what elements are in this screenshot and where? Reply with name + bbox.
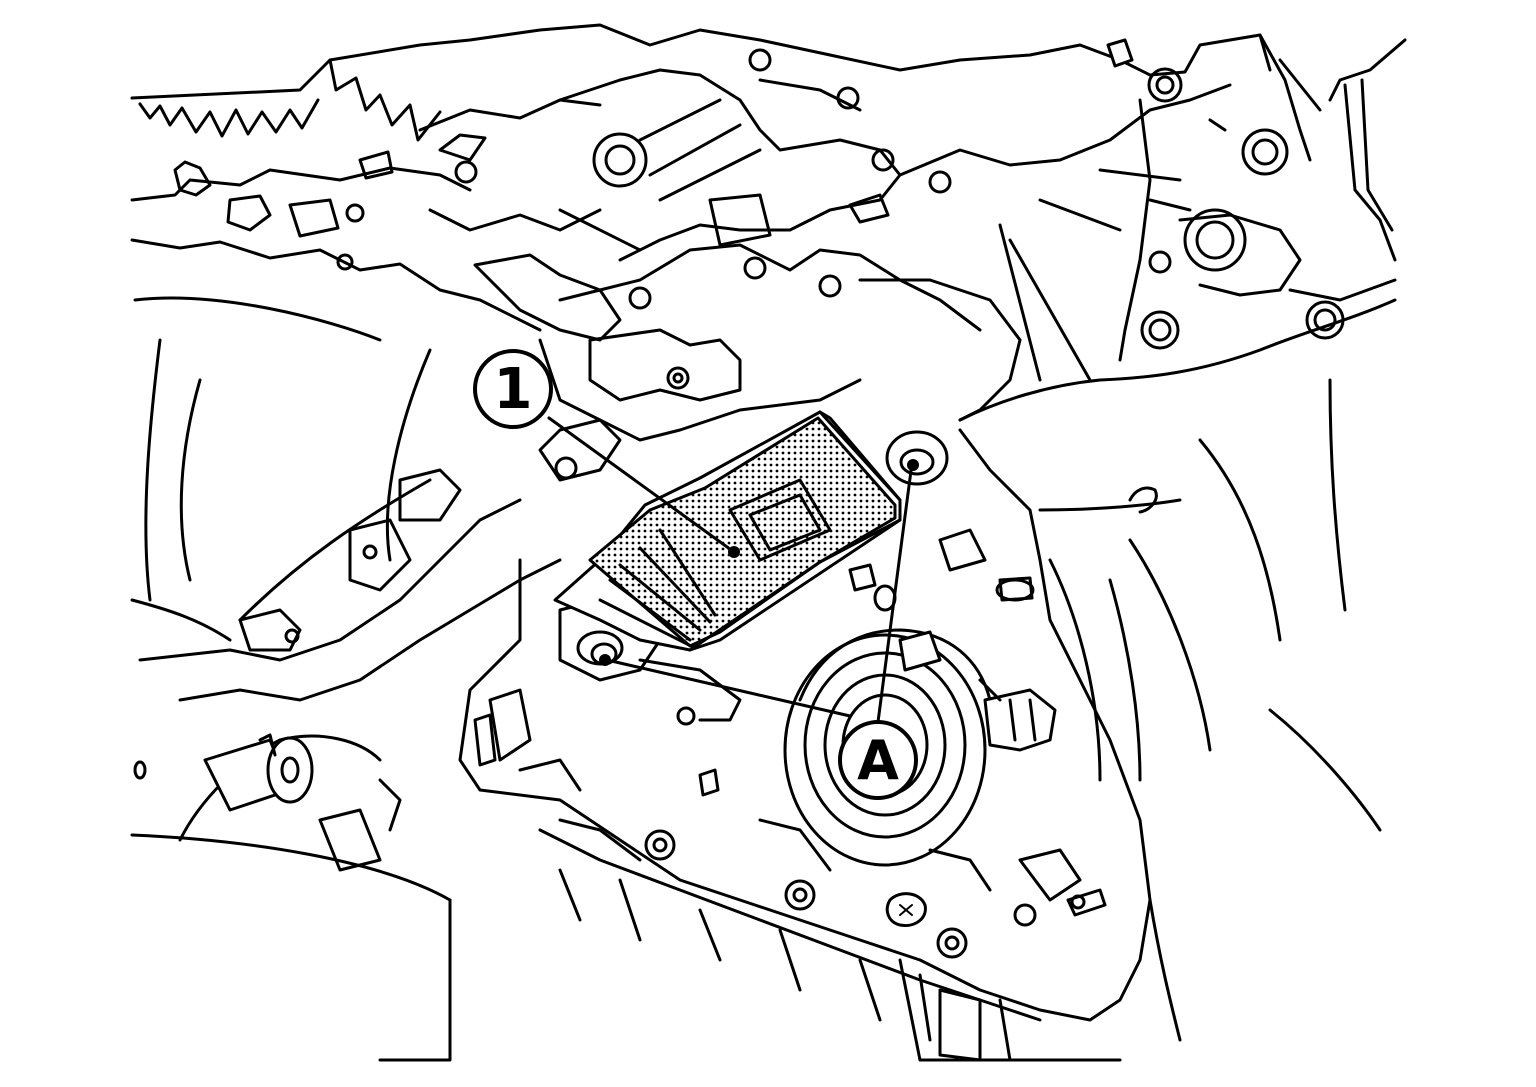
leader-line-1 bbox=[547, 416, 736, 554]
callout-a: A bbox=[838, 720, 918, 800]
right-side-structure bbox=[958, 298, 1397, 1042]
callout-a-label: A bbox=[857, 729, 899, 792]
part-1-component bbox=[553, 410, 902, 652]
lower-left-assembly bbox=[130, 733, 452, 1062]
leader-dot-1 bbox=[728, 546, 740, 558]
leader-dot-a-upper bbox=[907, 459, 919, 471]
leader-line-a-lower bbox=[605, 658, 852, 718]
upper-engine-assembly bbox=[130, 23, 1407, 382]
leader-line-a-upper bbox=[876, 461, 914, 724]
leader-lines bbox=[547, 416, 919, 724]
callout-1: 1 bbox=[473, 349, 553, 429]
front-cover bbox=[458, 428, 1152, 1062]
callout-1-label: 1 bbox=[494, 357, 533, 422]
leader-dot-a-lower bbox=[599, 654, 611, 666]
